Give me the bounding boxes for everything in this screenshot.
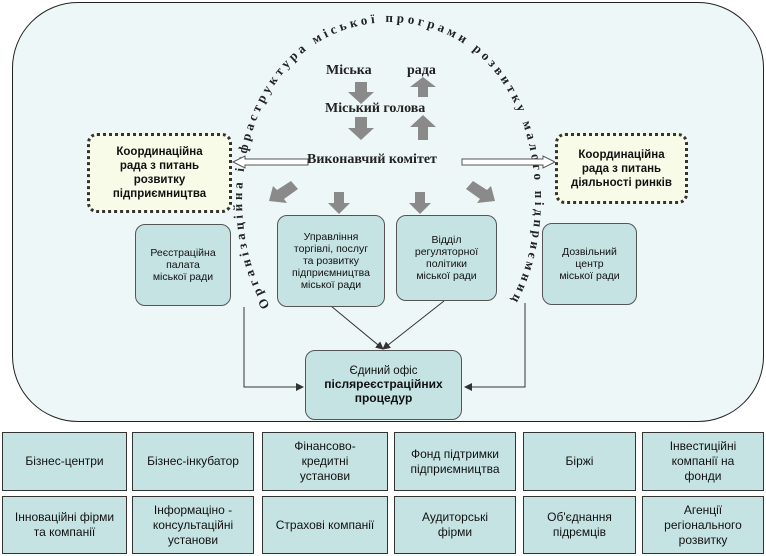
registration-chamber-box: Реєстраційна палата міської ради	[135, 224, 231, 306]
executive-committee-label: Виконавчий комітет	[307, 152, 437, 167]
grid-cell-innovation-firms: Інноваційні фірми та компанії	[2, 496, 127, 554]
line-regulatory-office	[382, 300, 445, 350]
grid-cell-regional-development-agencies: Агенції регіонального розвитку	[642, 496, 764, 554]
grid-cell-consulting-institutions: Інформаціно - консультаційні установи	[132, 496, 254, 554]
office-connectors	[243, 300, 526, 391]
permit-center-box: Дозвільний центр міської ради	[542, 223, 637, 305]
grid-cell-business-incubator: Бізнес-інкубатор	[132, 432, 254, 491]
grid-cell-exchanges: Біржі	[523, 432, 636, 491]
grid-cell-support-fund: Фонд підтримки підприємництва	[394, 432, 516, 491]
line-registration-office	[243, 307, 304, 391]
coord-council-entrepreneurship: Координаційна рада з питань розвитку під…	[87, 133, 232, 213]
single-office-box: Єдиний офіс післяреєстраційних процедур	[305, 350, 462, 420]
coord-arrows	[231, 155, 557, 169]
grid-cell-investment-companies: Інвестиційні компанії на фонди	[642, 432, 764, 491]
coord-council-markets: Координаційна рада з питань діяльності р…	[555, 133, 688, 204]
arrow-down-council	[348, 82, 374, 104]
arrow-left-coord	[231, 155, 309, 169]
single-office-line1: Єдиний офіс	[349, 365, 418, 377]
arrow-up-council	[410, 77, 436, 97]
arrow-down-regulatory	[409, 192, 431, 214]
regulatory-department-box: Відділ регуляторної політики міської рад…	[396, 215, 497, 301]
grid-cell-audit-firms: Аудиторські фірми	[394, 496, 516, 554]
grid-cell-entrepreneur-associations: Об'єднання підрємців	[523, 496, 636, 554]
grid-cell-business-centers: Бізнес-центри	[2, 432, 127, 491]
arrow-up-mayor	[410, 115, 436, 140]
grid-cell-insurance-companies: Страхові компанії	[262, 496, 388, 554]
arrow-diag-right	[466, 181, 495, 203]
trade-department-box: Управління торгівлі, послуг та розвитку …	[277, 215, 385, 307]
council-rada-label: рада	[407, 63, 436, 78]
council-label: Міська	[326, 63, 372, 78]
single-office-line2: післяреєстраційних процедур	[324, 377, 443, 405]
grid-cell-financial-institutions: Фінансово- кредитні установи	[262, 432, 388, 491]
line-trade-office	[330, 305, 384, 350]
arrow-down-trade	[328, 192, 350, 214]
block-arrows	[269, 77, 495, 214]
arrow-right-coord	[461, 155, 557, 169]
mayor-label: Міський голова	[325, 101, 426, 116]
line-permit-office	[464, 303, 526, 391]
arrow-down-mayor	[348, 117, 374, 140]
arrow-diag-left	[269, 181, 298, 203]
